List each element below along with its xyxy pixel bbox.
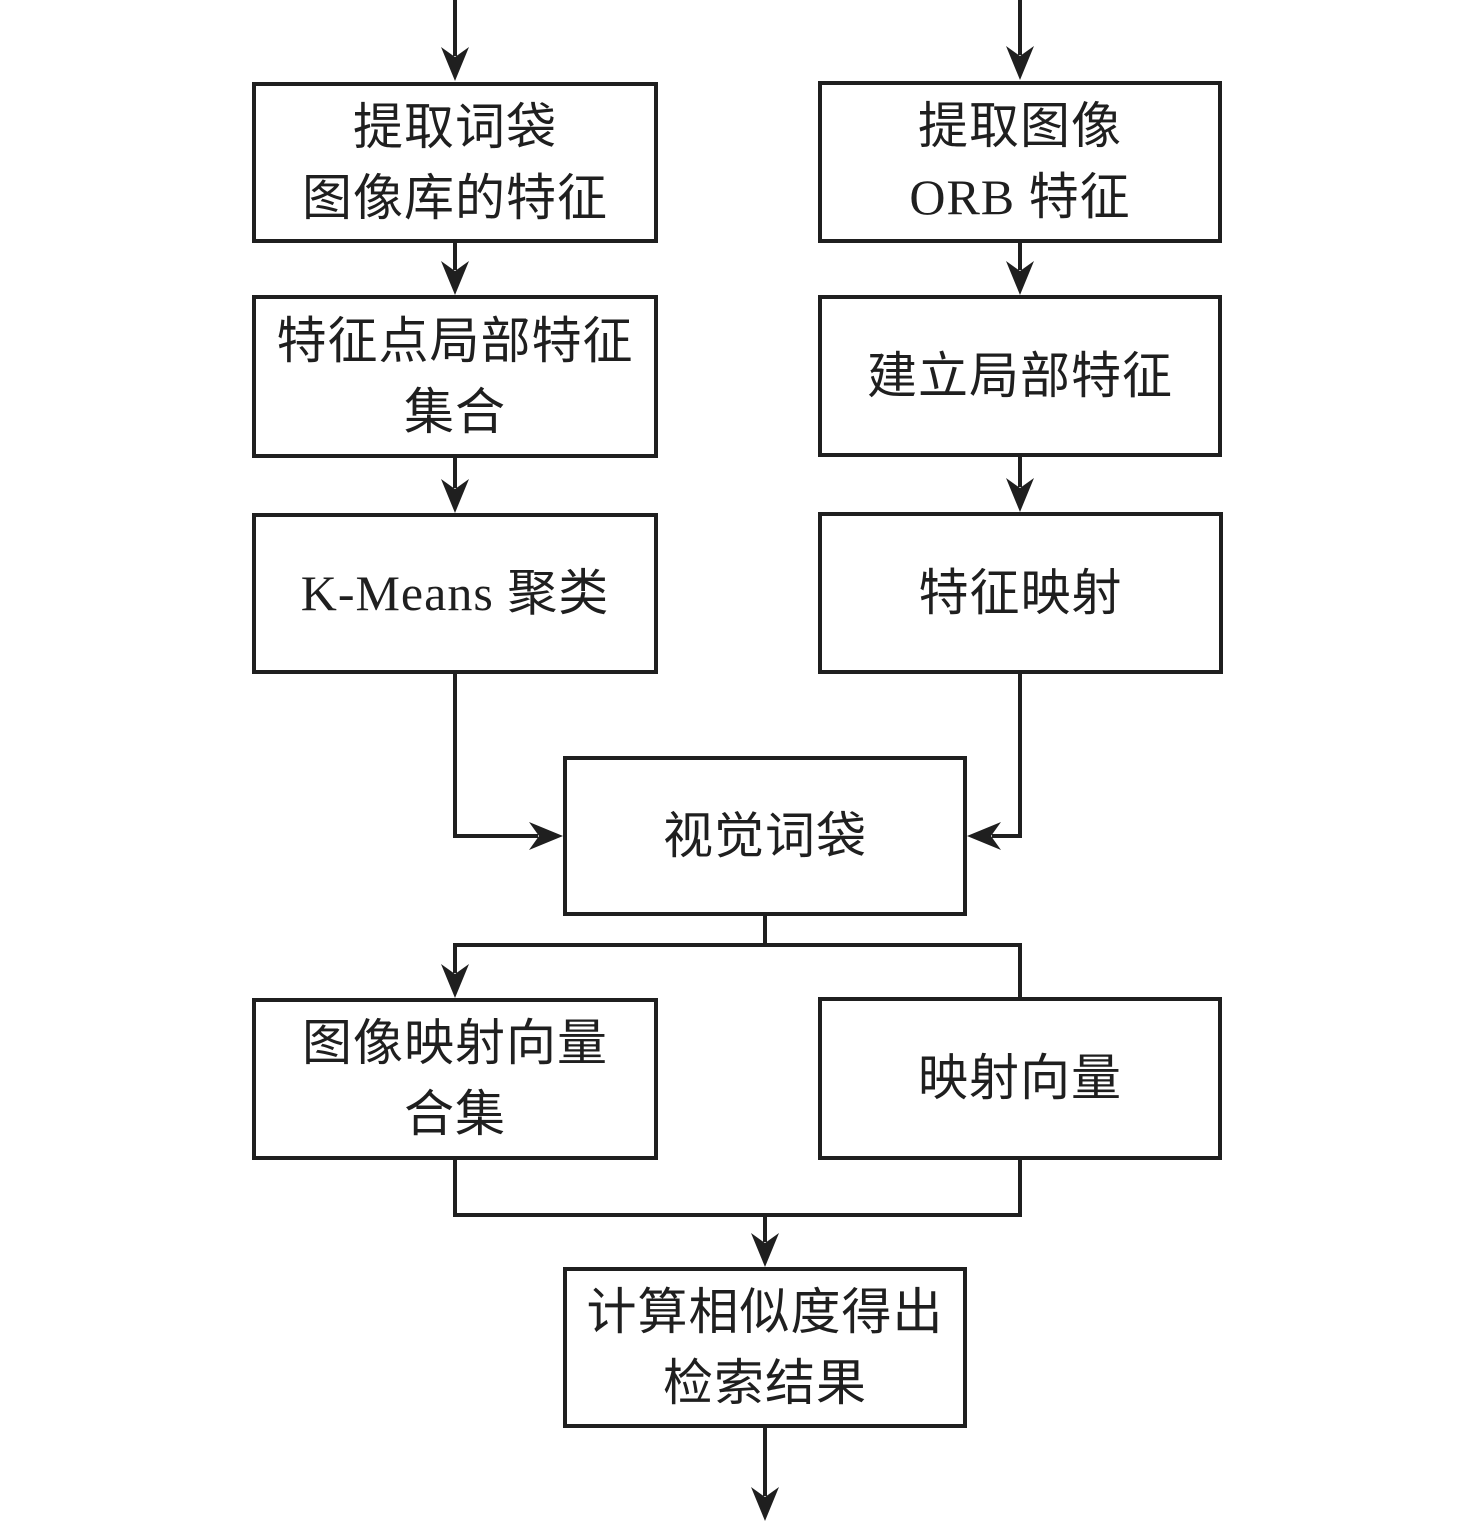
node-image-vectors-label: 图像映射向量 合集 xyxy=(302,1015,608,1142)
node-feature-map: 特征映射 xyxy=(818,512,1223,674)
node-similarity-label: 计算相似度得出 检索结果 xyxy=(586,1283,944,1411)
arrow-local-feature-set-to-kmeans xyxy=(441,456,469,513)
node-image-vectors: 图像映射向量 合集 xyxy=(252,998,658,1160)
arrow-entry-to-extract-bow xyxy=(441,0,469,81)
arrow-feature-map-to-visual-bow xyxy=(967,672,1022,850)
arrow-build-local-to-feature-map xyxy=(1006,455,1034,512)
arrow-kmeans-to-visual-bow xyxy=(453,672,563,850)
node-similarity: 计算相似度得出 检索结果 xyxy=(563,1267,967,1428)
node-kmeans-label: K-Means 聚类 xyxy=(300,565,610,621)
node-kmeans: K-Means 聚类 xyxy=(252,513,658,674)
node-local-feature-set-label: 特征点局部特征 集合 xyxy=(276,312,634,440)
arrow-entry-to-extract-orb xyxy=(1006,0,1034,80)
node-local-feature-set: 特征点局部特征 集合 xyxy=(252,295,658,458)
connector-merge-to-similarity xyxy=(453,1158,1022,1267)
arrow-extract-orb-to-build-local xyxy=(1006,241,1034,295)
node-visual-bow-label: 视觉词袋 xyxy=(663,807,867,864)
node-extract-orb: 提取图像 ORB 特征 xyxy=(818,81,1222,243)
connector-visual-bow-split xyxy=(441,914,1022,999)
node-extract-bow: 提取词袋 图像库的特征 xyxy=(252,82,658,243)
node-extract-orb-label: 提取图像 ORB 特征 xyxy=(909,98,1131,225)
node-map-vector: 映射向量 xyxy=(818,997,1222,1160)
node-build-local: 建立局部特征 xyxy=(818,295,1222,457)
node-feature-map-label: 特征映射 xyxy=(918,564,1123,621)
node-extract-bow-label: 提取词袋 图像库的特征 xyxy=(302,98,608,226)
arrow-similarity-to-output xyxy=(751,1426,779,1521)
node-map-vector-label: 映射向量 xyxy=(918,1050,1122,1106)
node-visual-bow: 视觉词袋 xyxy=(563,756,967,916)
node-build-local-label: 建立局部特征 xyxy=(867,347,1173,404)
arrow-extract-bow-to-local-feature-set xyxy=(441,241,469,295)
